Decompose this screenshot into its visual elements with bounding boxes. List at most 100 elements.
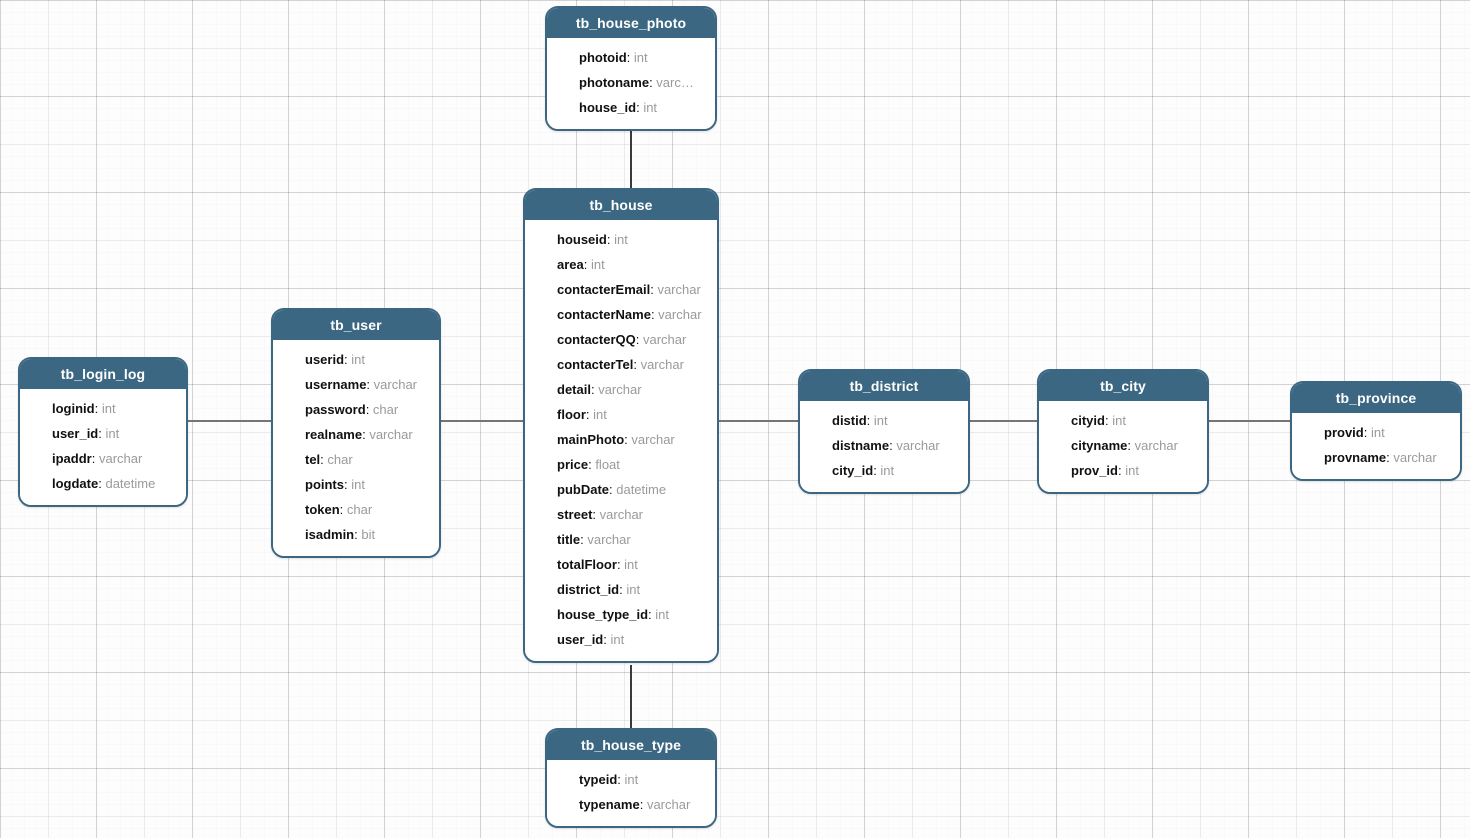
field-name: district_id xyxy=(557,582,620,597)
entity-title-tb_user: tb_user xyxy=(273,310,439,340)
field-row[interactable]: ipaddr: varchar xyxy=(20,446,186,471)
field-type: varchar xyxy=(1393,450,1437,465)
field-name: ipaddr xyxy=(52,451,92,466)
field-row[interactable]: username: varchar xyxy=(273,372,439,397)
field-row[interactable]: floor: int xyxy=(525,402,717,427)
field-row[interactable]: detail: varchar xyxy=(525,377,717,402)
connector-house-to-house_type[interactable] xyxy=(630,665,632,730)
field-row[interactable]: loginid: int xyxy=(20,396,186,421)
field-row[interactable]: userid: int xyxy=(273,347,439,372)
field-row[interactable]: prov_id: int xyxy=(1039,458,1207,483)
field-name: houseid xyxy=(557,232,607,247)
field-row[interactable]: user_id: int xyxy=(525,627,717,652)
field-row[interactable]: realname: varchar xyxy=(273,422,439,447)
field-row[interactable]: password: char xyxy=(273,397,439,422)
field-type: int xyxy=(643,100,658,115)
field-separator: : xyxy=(889,438,897,453)
field-row[interactable]: typeid: int xyxy=(547,767,715,792)
field-row[interactable]: provname: varchar xyxy=(1292,445,1460,470)
field-name: typeid xyxy=(579,772,618,787)
entity-title-tb_house_photo: tb_house_photo xyxy=(547,8,715,38)
field-name: price xyxy=(557,457,589,472)
field-separator: : xyxy=(585,407,594,422)
field-name: cityid xyxy=(1071,413,1105,428)
field-name: typename xyxy=(579,797,640,812)
entity-title-tb_province: tb_province xyxy=(1292,383,1460,413)
field-type: int xyxy=(880,463,895,478)
field-type: varc… xyxy=(656,75,694,90)
field-name: provid xyxy=(1324,425,1364,440)
connector-house-to-district[interactable] xyxy=(717,420,800,422)
connector-district-to-city[interactable] xyxy=(968,420,1039,422)
field-row[interactable]: pubDate: datetime xyxy=(525,477,717,502)
field-row[interactable]: house_type_id: int xyxy=(525,602,717,627)
field-separator: : xyxy=(639,797,647,812)
field-separator: : xyxy=(344,352,352,367)
field-type: varchar xyxy=(598,382,642,397)
field-row[interactable]: isadmin: bit xyxy=(273,522,439,547)
field-row[interactable]: houseid: int xyxy=(525,227,717,252)
field-type: varchar xyxy=(599,507,644,522)
field-row[interactable]: cityid: int xyxy=(1039,408,1207,433)
field-row[interactable]: street: varchar xyxy=(525,502,717,527)
field-separator: : xyxy=(592,507,600,522)
field-type: varchar xyxy=(369,427,413,442)
field-row[interactable]: typename: varchar xyxy=(547,792,715,817)
field-row[interactable]: token: char xyxy=(273,497,439,522)
field-row[interactable]: cityname: varchar xyxy=(1039,433,1207,458)
field-type: int xyxy=(655,607,669,622)
field-separator: : xyxy=(1117,463,1126,478)
field-type: int xyxy=(351,477,365,492)
field-row[interactable]: provid: int xyxy=(1292,420,1460,445)
field-type: int xyxy=(593,407,607,422)
connector-login_log-to-user[interactable] xyxy=(188,420,273,422)
field-name: tel xyxy=(305,452,321,467)
field-row[interactable]: price: float xyxy=(525,452,717,477)
field-row[interactable]: photoid: int xyxy=(547,45,715,70)
field-row[interactable]: contacterEmail: varchar xyxy=(525,277,717,302)
connector-user-to-house[interactable] xyxy=(439,420,525,422)
field-type: int xyxy=(1370,425,1385,440)
field-separator: : xyxy=(603,632,611,647)
field-row[interactable]: tel: char xyxy=(273,447,439,472)
field-row[interactable]: contacterTel: varchar xyxy=(525,352,717,377)
field-type: datetime xyxy=(616,482,667,497)
field-row[interactable]: user_id: int xyxy=(20,421,186,446)
field-name: points xyxy=(305,477,344,492)
field-row[interactable]: district_id: int xyxy=(525,577,717,602)
field-row[interactable]: logdate: datetime xyxy=(20,471,186,496)
field-separator: : xyxy=(94,401,102,416)
field-row[interactable]: points: int xyxy=(273,472,439,497)
field-row[interactable]: distid: int xyxy=(800,408,968,433)
field-row[interactable]: contacterQQ: varchar xyxy=(525,327,717,352)
field-type: varchar xyxy=(657,282,701,297)
connector-city-to-province[interactable] xyxy=(1207,420,1292,422)
field-row[interactable]: photoname: varc… xyxy=(547,70,715,95)
field-name: contacterTel xyxy=(557,357,634,372)
field-row[interactable]: city_id: int xyxy=(800,458,968,483)
field-row[interactable]: mainPhoto: varchar xyxy=(525,427,717,452)
field-separator: : xyxy=(320,452,328,467)
field-type: varchar xyxy=(98,451,143,466)
field-row[interactable]: distname: varchar xyxy=(800,433,968,458)
field-separator: : xyxy=(866,413,874,428)
field-separator: : xyxy=(609,482,617,497)
field-separator: : xyxy=(624,432,632,447)
field-type: int xyxy=(614,232,628,247)
field-row[interactable]: totalFloor: int xyxy=(525,552,717,577)
field-row[interactable]: area: int xyxy=(525,252,717,277)
field-row[interactable]: house_id: int xyxy=(547,95,715,120)
field-row[interactable]: contacterName: varchar xyxy=(525,302,717,327)
connector-house_photo-to-house[interactable] xyxy=(630,129,632,189)
field-row[interactable]: title: varchar xyxy=(525,527,717,552)
